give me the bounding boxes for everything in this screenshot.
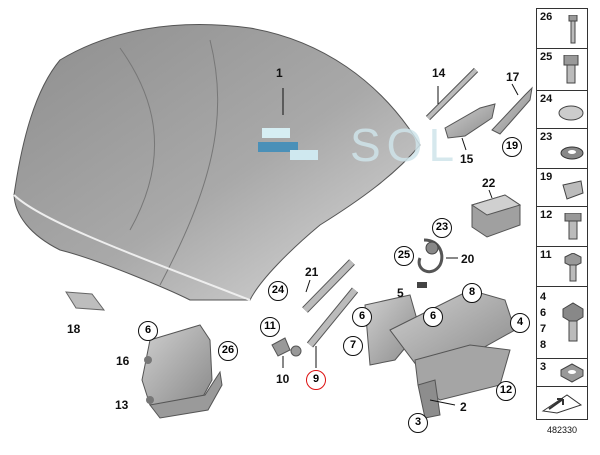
sidebar-cell-4-6-7-8: 4 6 7 8 (537, 287, 587, 359)
callout-23: 23 (432, 218, 452, 238)
callout-11: 11 (260, 317, 280, 337)
sidebar-cell-11: 11 (537, 247, 587, 287)
label-bracket-15: 15 (460, 152, 474, 166)
hex-nut-icon (560, 363, 584, 383)
washer-icon (560, 146, 584, 160)
collar-bolt-icon (562, 302, 584, 342)
sidebar-cell-12: 12 (537, 207, 587, 247)
sidebar-label-23: 23 (540, 131, 553, 143)
flange-bolt-icon (564, 213, 582, 240)
label-pad-18: 18 (67, 322, 81, 336)
callout-9-highlighted: 9 (306, 370, 326, 390)
label-bolt-16: 16 (116, 354, 130, 368)
direction-arrow-icon (541, 394, 583, 414)
callout-4: 4 (510, 313, 530, 333)
sleeve-bolt-icon (563, 55, 579, 84)
bolt-icon (568, 15, 578, 44)
bracket-17 (491, 83, 533, 135)
sidebar-label-4-6-7-8: 4 6 7 8 (540, 291, 547, 351)
gas-strut-9 (306, 287, 359, 368)
sidebar-cell-26: 26 (537, 9, 587, 49)
callout-6-right: 6 (423, 307, 443, 327)
label-strut-21: 21 (305, 265, 319, 279)
callout-3: 3 (408, 413, 428, 433)
clip-nut-icon (562, 180, 584, 200)
sidebar-cell-23: 23 (537, 129, 587, 169)
label-cable-20: 20 (461, 252, 475, 266)
label-lift-support: 14 (432, 66, 446, 80)
gas-strut-21 (302, 259, 355, 313)
watermark-logo (258, 128, 318, 160)
callout-25: 25 (394, 246, 414, 266)
sidebar-label-19: 19 (540, 171, 553, 183)
callout-26: 26 (218, 341, 238, 361)
sidebar-label-24: 24 (540, 93, 553, 105)
pad-18 (65, 291, 106, 311)
callout-6-mid: 6 (352, 307, 372, 327)
label-bolt-13: 13 (115, 398, 129, 412)
sidebar-cell-3: 3 (537, 359, 587, 387)
bracket-15 (444, 103, 496, 151)
bolt-10 (271, 337, 302, 368)
buffer-icon (558, 105, 584, 121)
callout-19: 19 (502, 137, 522, 157)
sidebar-cell-24: 24 (537, 91, 587, 129)
watermark-text: SOL (350, 119, 461, 171)
hood-lock-left (141, 324, 223, 419)
diagram-number: 482330 (547, 425, 578, 435)
callout-7: 7 (343, 336, 363, 356)
hood-hinge-right (364, 289, 516, 419)
callout-8: 8 (462, 283, 482, 303)
label-lock-5: 5 (397, 286, 404, 300)
label-bracket-17: 17 (506, 70, 520, 84)
sidebar-label-3: 3 (540, 361, 547, 373)
fastener-sidebar: 26 25 24 23 19 (536, 8, 588, 420)
label-foam-22: 22 (482, 176, 496, 190)
callout-24: 24 (268, 281, 288, 301)
sidebar-cell-25: 25 (537, 49, 587, 91)
lift-support-14 (425, 67, 479, 121)
callout-6-left: 6 (138, 321, 158, 341)
sidebar-cell-19: 19 (537, 169, 587, 207)
lock-cable-20 (417, 238, 458, 288)
hood-panel (13, 24, 421, 301)
sidebar-cell-arrow (537, 387, 587, 419)
callout-12: 12 (496, 381, 516, 401)
sidebar-label-26: 26 (540, 11, 553, 23)
label-bolt-10: 10 (276, 372, 290, 386)
label-part-2: 2 (460, 400, 467, 414)
sidebar-label-12: 12 (540, 209, 553, 221)
sidebar-label-25: 25 (540, 51, 553, 63)
foam-pad-22 (470, 189, 522, 238)
sidebar-label-11: 11 (540, 249, 552, 261)
hex-bolt-icon (564, 253, 582, 282)
label-hood: 1 (276, 66, 283, 80)
